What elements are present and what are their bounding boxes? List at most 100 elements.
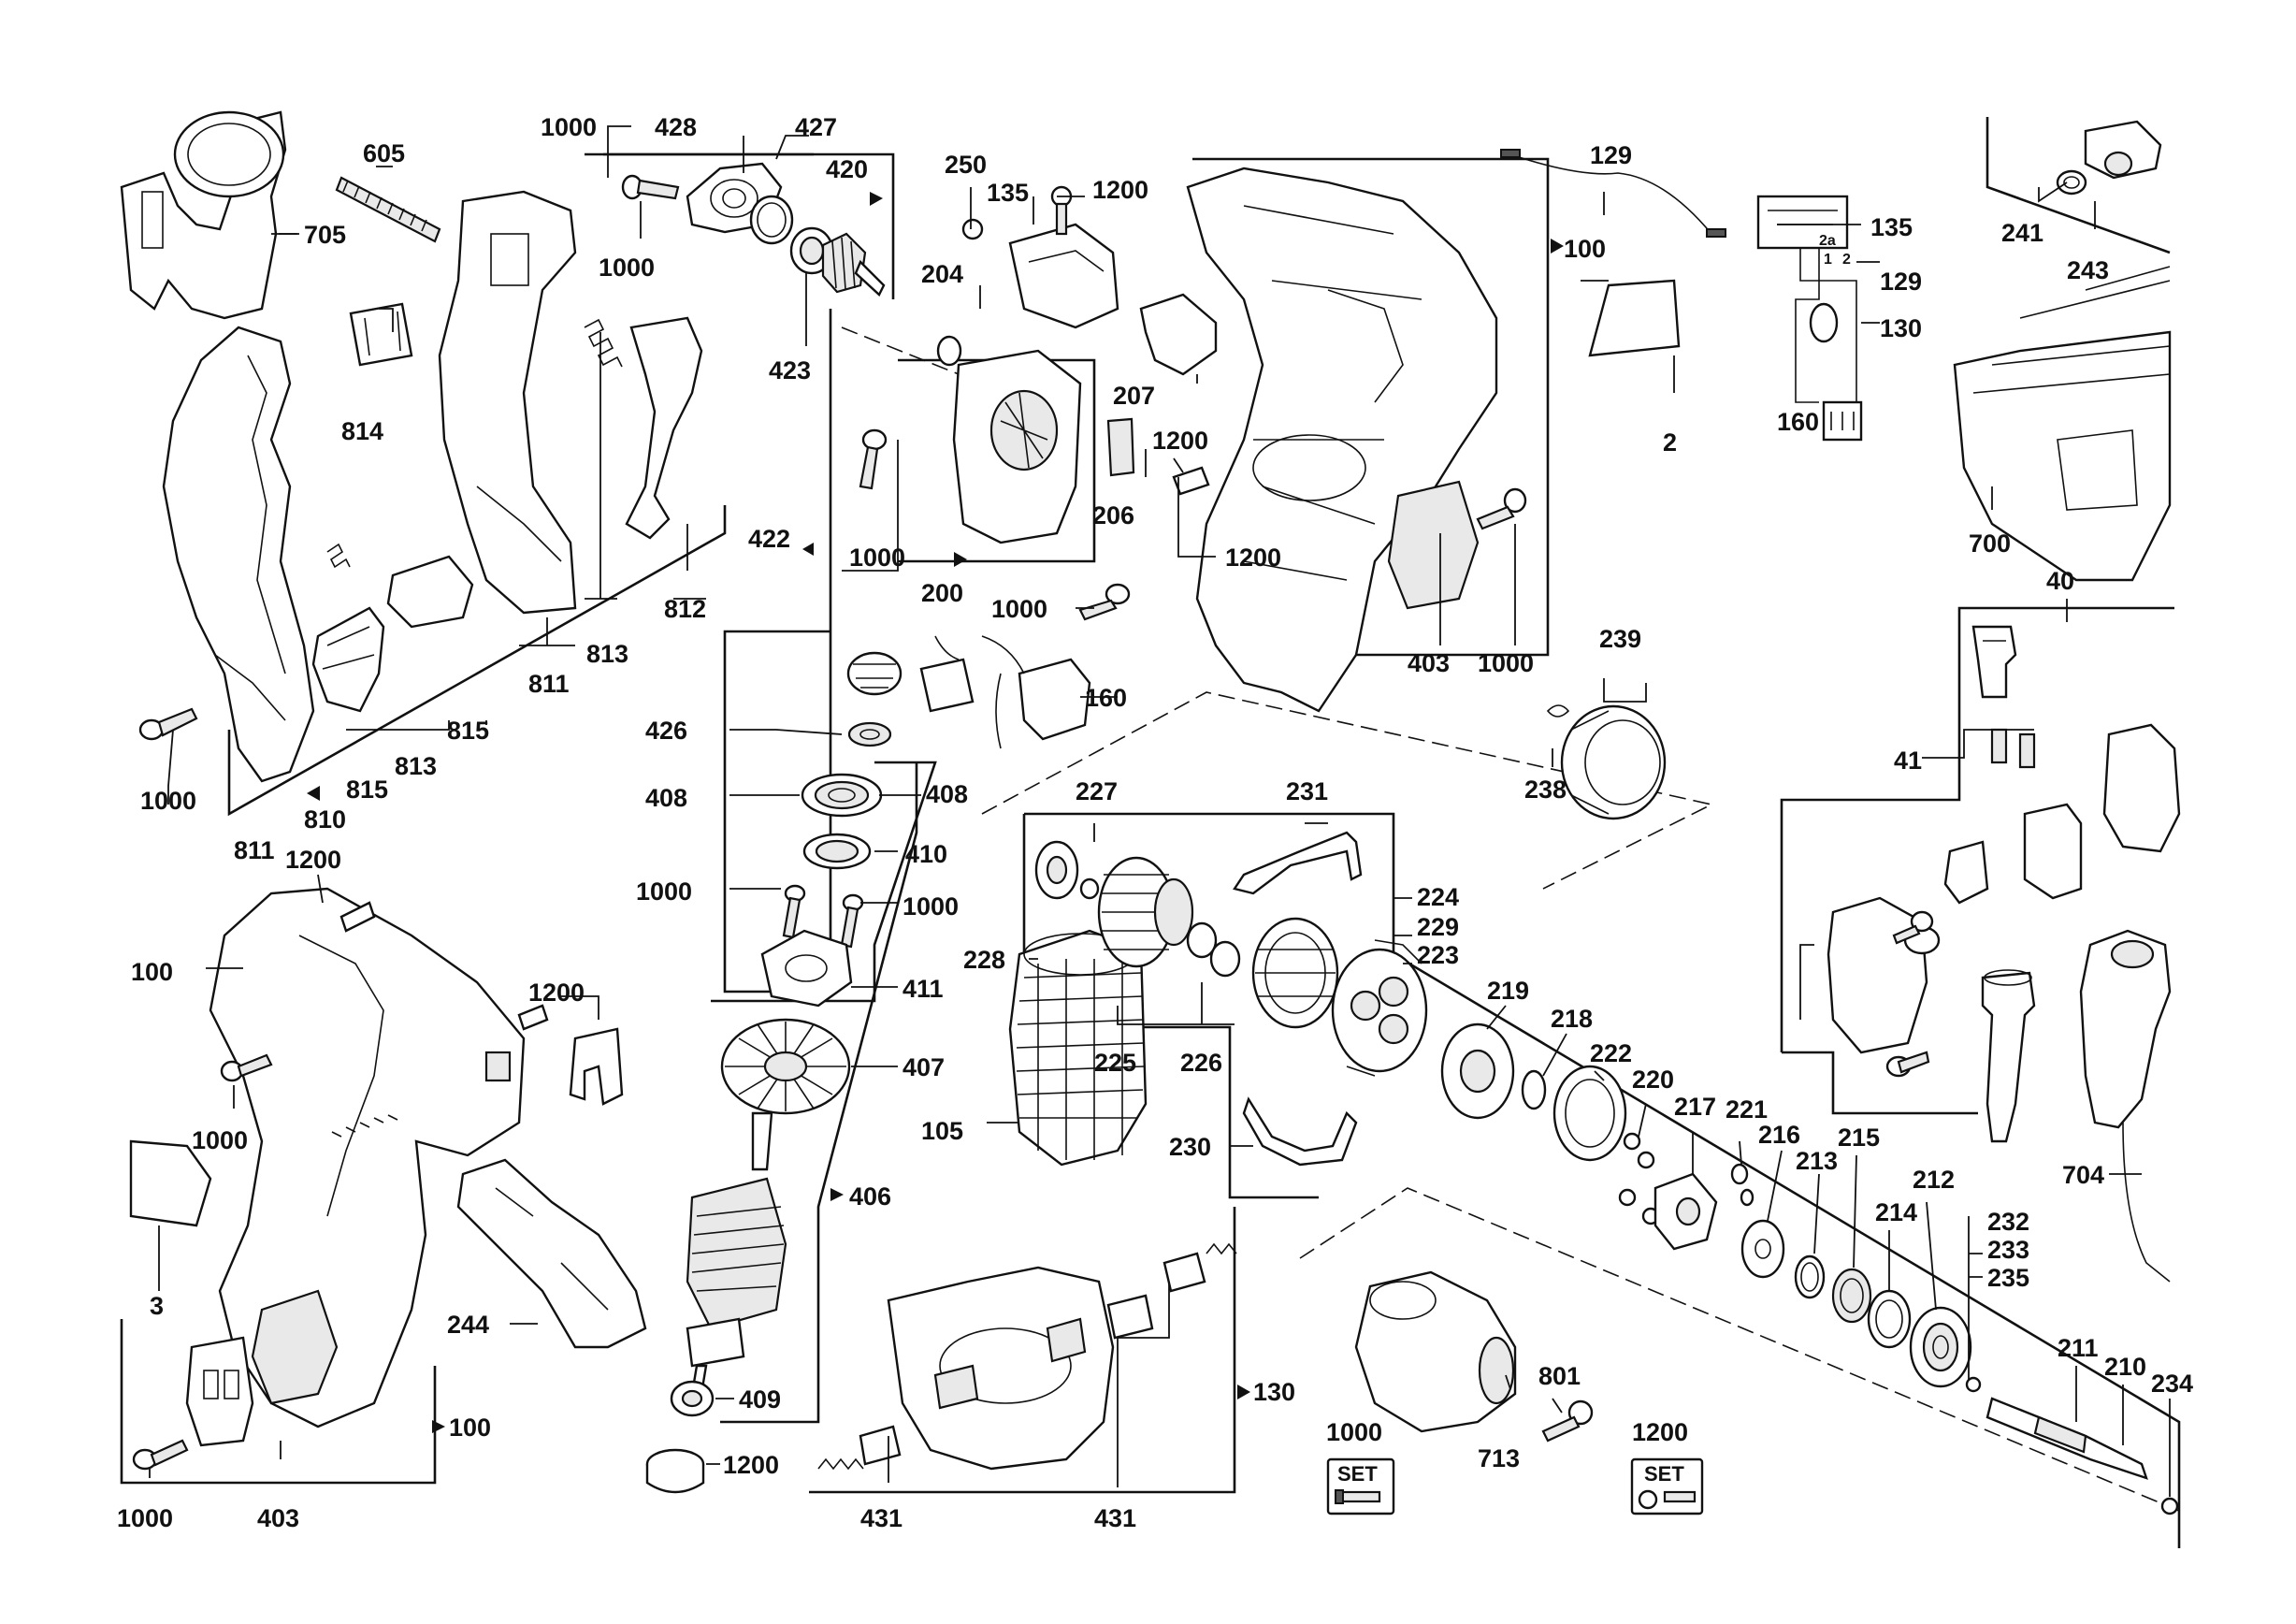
pinion-420: [821, 232, 886, 297]
armature-406: [686, 1111, 787, 1396]
callout-408-right: 408: [926, 780, 968, 808]
callout-214: 214: [1875, 1198, 1917, 1226]
callout-1000-top: 1000: [541, 113, 597, 141]
callout-813-lower: 813: [395, 752, 437, 780]
callout-212: 212: [1913, 1166, 1955, 1194]
callout-211: 211: [2058, 1334, 2099, 1362]
callout-1000-cage: 1000: [849, 544, 905, 572]
callout-810: 810: [304, 805, 346, 834]
callout-801: 801: [1538, 1362, 1581, 1390]
clip-231: [1233, 831, 1363, 895]
cap-241: [2056, 120, 2162, 196]
shift-fork-230: [1242, 1096, 1358, 1167]
callout-218: 218: [1551, 1005, 1593, 1033]
set-title-1200: SET: [1644, 1462, 1684, 1486]
case-700: [1953, 266, 2172, 582]
callout-229: 229: [1417, 913, 1459, 941]
label-sheet-2: [1588, 279, 1681, 357]
callout-1200-clip: 1200: [528, 979, 585, 1007]
callout-224: 224: [1417, 883, 1459, 911]
callout-1200-housing: 1200: [1225, 544, 1281, 572]
callout-160-block: 160: [1085, 684, 1127, 712]
callout-422: 422: [748, 525, 790, 553]
callout-set-1200: 1200: [1632, 1418, 1688, 1446]
callout-130-switch: 130: [1880, 314, 1922, 342]
callout-221: 221: [1726, 1095, 1768, 1124]
spring-813: [584, 318, 623, 368]
callout-set-1000: 1000: [1326, 1418, 1382, 1446]
gear-227: [1097, 856, 1194, 968]
handle-half-left: [162, 326, 315, 783]
callout-409: 409: [739, 1385, 781, 1414]
fan-407: [720, 1018, 851, 1115]
screw-1000-top: [621, 174, 680, 200]
stator-105: [1008, 929, 1148, 1167]
housing-half-100: [185, 887, 526, 1447]
callout-1200-top: 1200: [1092, 176, 1148, 204]
callout-713: 713: [1478, 1444, 1520, 1472]
callout-2: 2: [1663, 428, 1677, 457]
callout-420: 420: [826, 155, 868, 183]
callout-427: 427: [795, 113, 837, 141]
cap-239: [1560, 704, 1667, 820]
callout-1000-plate-right: 1000: [903, 892, 959, 921]
motor-housing-100: [1186, 167, 1498, 713]
brush-block-160: [919, 635, 1091, 749]
callout-406: 406: [849, 1182, 891, 1211]
callout-220: 220: [1632, 1066, 1674, 1094]
callout-160-switch: 160: [1777, 408, 1819, 436]
ball-235: [1965, 1376, 1982, 1393]
callout-815-lower: 815: [346, 776, 388, 804]
callout-228: 228: [963, 946, 1005, 974]
callout-250: 250: [945, 151, 987, 179]
callout-100-left: 100: [131, 958, 173, 986]
block-206: [1106, 417, 1135, 477]
brush-holder-130: [817, 1242, 1237, 1471]
spring-221: [1730, 1163, 1754, 1207]
callout-815-upper: 815: [447, 717, 489, 745]
frame-grip-40: [1780, 606, 2174, 1115]
ring-214: [1867, 1289, 1912, 1349]
switch-parts-815: [311, 543, 474, 713]
set-title-1000: SET: [1337, 1462, 1378, 1486]
callout-1000-plate-left: 1000: [636, 877, 692, 906]
callout-428: 428: [655, 113, 697, 141]
ring-234: [2160, 1497, 2179, 1515]
bearing-409: [670, 1380, 715, 1417]
switch-wiring-diagram: 2a 2 1: [1756, 195, 1863, 442]
callout-207: 207: [1113, 382, 1155, 410]
frame-241: [1986, 117, 2171, 254]
callout-105: 105: [921, 1117, 963, 1145]
clutch-219: [1440, 1022, 1515, 1120]
callout-813-upper: 813: [586, 640, 628, 668]
callout-222: 222: [1590, 1039, 1632, 1067]
callout-812: 812: [664, 595, 706, 623]
callout-426: 426: [645, 717, 687, 745]
callout-407: 407: [903, 1053, 945, 1081]
ring-222: [1552, 1065, 1627, 1162]
screw-1000-403: [1476, 487, 1527, 530]
wire-129: [1500, 149, 1726, 238]
callout-129-wire: 129: [1590, 141, 1632, 169]
side-handle-705: [120, 110, 287, 320]
set-box-1000: SET: [1326, 1457, 1395, 1515]
callout-100-top: 100: [1564, 235, 1606, 263]
frame-motor-housing-100: [1192, 157, 1564, 657]
gear-228: [1034, 840, 1100, 900]
frame-100-lower: [120, 1319, 445, 1485]
screw-1000-left: [138, 707, 198, 741]
callout-233: 233: [1987, 1236, 2029, 1264]
callout-223: 223: [1417, 941, 1459, 969]
pins-1200-upper: [339, 901, 549, 1031]
callout-204: 204: [921, 260, 963, 288]
callout-135-switch: 135: [1870, 213, 1913, 241]
bearing-410: [802, 833, 872, 870]
rollers-220: [1618, 1132, 1660, 1225]
callout-403-lower: 403: [257, 1504, 299, 1532]
switch-mark-2a: 2a: [1819, 233, 1836, 249]
callout-410: 410: [905, 840, 947, 868]
callout-1000-cover: 1000: [599, 254, 655, 282]
screws-1000-411: [782, 884, 864, 949]
callout-labels: 605 705 814 812 813 811 815 813 815 810 …: [117, 113, 2193, 1532]
